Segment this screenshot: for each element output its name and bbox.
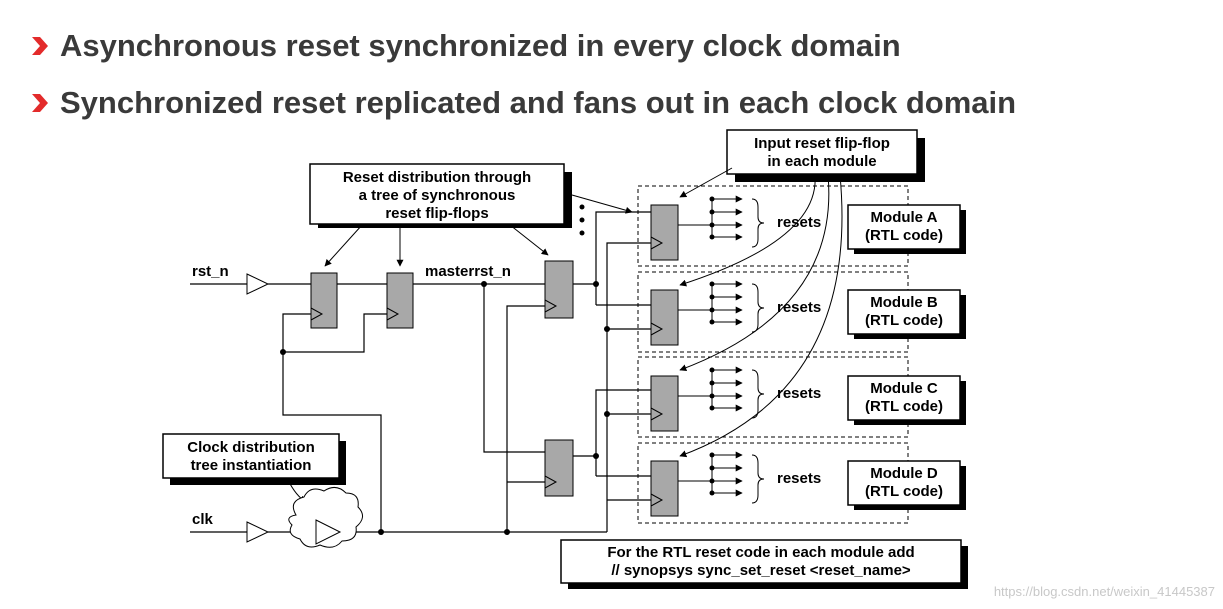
module-label-box-b <box>847 289 961 335</box>
resets-label-a: resets <box>777 214 821 231</box>
module-label-box-c <box>847 375 961 421</box>
svg-text:For the RTL reset code in each: For the RTL reset code in each module ad… <box>607 544 914 561</box>
module-name-b: Module B <box>870 294 938 311</box>
bullet-text-2: Synchronized reset replicated and fans o… <box>60 85 1017 120</box>
svg-text:tree instantiation: tree instantiation <box>191 457 312 474</box>
sync-ff-4 <box>544 439 574 497</box>
resets-label-b: resets <box>777 299 821 316</box>
chevron-right-icon <box>32 37 48 55</box>
module-code-a: (RTL code) <box>865 227 943 244</box>
ellipsis-dots <box>579 204 585 236</box>
svg-text:in each module: in each module <box>767 153 876 170</box>
svg-text:reset flip-flops: reset flip-flops <box>385 205 488 222</box>
module-code-d: (RTL code) <box>865 483 943 500</box>
bullet-text-1: Asynchronous reset synchronized in every… <box>60 28 901 63</box>
svg-text:Reset distribution through: Reset distribution through <box>343 169 531 186</box>
module-a-ff <box>650 204 679 261</box>
masterrst-label: masterrst_n <box>425 263 511 280</box>
chevron-right-icon <box>32 94 48 112</box>
clk-label: clk <box>192 511 214 528</box>
sync-ff-3 <box>544 260 574 319</box>
resets-label-c: resets <box>777 385 821 402</box>
clk-buffer <box>246 521 270 543</box>
callout-tree: Reset distribution through a tree of syn… <box>309 163 572 228</box>
reset-fanout-c <box>678 366 765 419</box>
sync-ff-1 <box>310 272 338 329</box>
callout-input-ff: Input reset flip-flop in each module <box>726 129 925 182</box>
svg-text:// synopsys sync_set_reset <re: // synopsys sync_set_reset <reset_name> <box>611 562 911 579</box>
svg-text:Clock distribution: Clock distribution <box>187 439 315 456</box>
callout-clock-tree: Clock distribution tree instantiation <box>162 433 346 485</box>
reset-fanout-b <box>678 280 765 333</box>
module-c-ff <box>650 375 679 432</box>
reset-fanout-a <box>678 195 765 248</box>
resets-label-d: resets <box>777 470 821 487</box>
module-d-ff <box>650 460 679 517</box>
module-b-ff <box>650 289 679 346</box>
module-name-a: Module A <box>871 209 938 226</box>
svg-text:a tree of synchronous: a tree of synchronous <box>359 187 516 204</box>
module-label-box-d <box>847 460 961 506</box>
module-code-c: (RTL code) <box>865 398 943 415</box>
clock-tree-cloud <box>288 487 363 548</box>
reset-fanout-d <box>678 451 765 504</box>
bullet-item-1: Asynchronous reset synchronized in every… <box>30 28 901 64</box>
watermark: https://blog.csdn.net/weixin_41445387 <box>993 584 1215 599</box>
module-name-c: Module C <box>870 380 938 397</box>
rst-buffer <box>246 273 270 295</box>
svg-text:Input reset flip-flop: Input reset flip-flop <box>754 135 890 152</box>
rst-n-label: rst_n <box>192 263 229 280</box>
module-label-box-a <box>847 204 961 250</box>
module-code-b: (RTL code) <box>865 312 943 329</box>
callout-rtl-code: For the RTL reset code in each module ad… <box>560 539 968 589</box>
bullet-item-2: Synchronized reset replicated and fans o… <box>30 85 1016 121</box>
module-name-d: Module D <box>870 465 938 482</box>
sync-ff-2 <box>386 272 414 329</box>
